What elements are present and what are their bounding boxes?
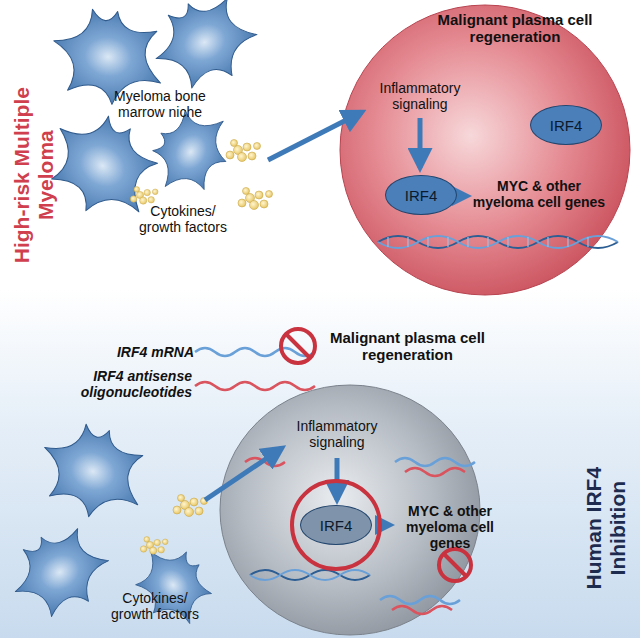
plasma-cell: Malignant plasma cell regenerationIRF4IR… (340, 5, 630, 295)
text-label: Cytokines/ growth factors (100, 590, 210, 622)
prohibition-sign (439, 549, 471, 581)
text-label: Inflammatory signaling (372, 80, 468, 112)
text-label: Cytokines/ growth factors (128, 203, 238, 235)
stromal-cells (0, 412, 224, 637)
node-label: IRF4 (320, 517, 353, 534)
irf4-oval: IRF4 (385, 175, 457, 215)
cytokine-dots (140, 495, 207, 555)
irf4-oval: IRF4 (530, 105, 602, 145)
text-label: MYC & other myeloma cell genes (394, 503, 506, 551)
stromal-cells (30, 0, 268, 236)
cell-title: Malignant plasma cell regeneration (420, 11, 610, 46)
text-label: Myeloma bone marrow niche (100, 88, 220, 120)
cell-body (340, 5, 630, 295)
cytokine-dots (130, 140, 272, 210)
irf4-oval: IRF4 (300, 505, 372, 545)
text-label: IRF4 antisense oligonucleotides (62, 368, 192, 400)
text-label: MYC & other myeloma cell genes (470, 178, 608, 210)
dna-strand (250, 570, 370, 580)
cell-title: Malignant plasma cell regeneration (315, 329, 500, 364)
text-label: IRF4 mRNA (108, 344, 194, 360)
side-heading: Human IRF4 Inhibition (582, 433, 630, 623)
dna-strand (378, 236, 618, 248)
node-label: IRF4 (550, 117, 583, 134)
node-label: IRF4 (405, 187, 438, 204)
rna-strands (195, 348, 475, 614)
side-heading: High-risk Multiple Myeloma (10, 55, 58, 295)
text-label: Inflammatory signaling (289, 418, 385, 450)
prohibition-sign (281, 329, 315, 363)
prohibition-sign (292, 481, 380, 569)
